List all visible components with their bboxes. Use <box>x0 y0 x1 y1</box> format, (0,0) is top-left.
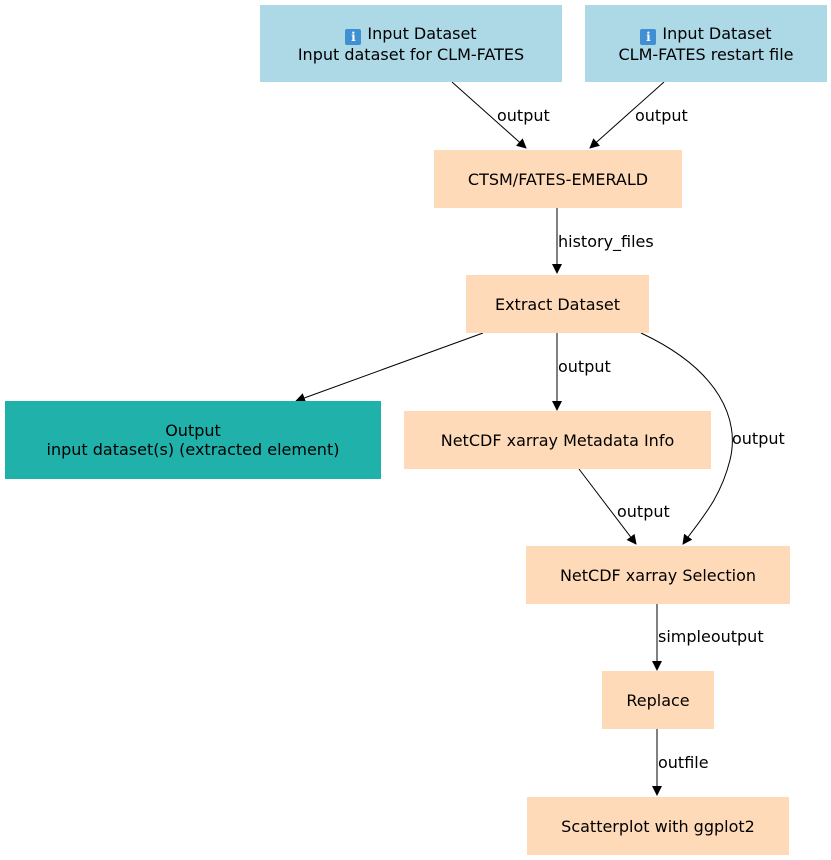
edge-input2-ctsm <box>589 81 665 149</box>
edge-label-input2: output <box>635 106 688 125</box>
output-subtitle: input dataset(s) (extracted element) <box>46 440 340 459</box>
input-dataset-subtitle: Input dataset for CLM-FATES <box>297 44 525 64</box>
replace-node[interactable]: Replace <box>602 671 714 729</box>
extract-dataset-label: Extract Dataset <box>494 294 621 314</box>
scatterplot-node[interactable]: Scatterplot with ggplot2 <box>527 797 789 855</box>
edge-label-extract-selection: output <box>732 429 785 448</box>
info-icon: i <box>640 28 657 45</box>
ctsm-fates-emerald-label: CTSM/FATES-EMERALD <box>467 169 649 189</box>
edge-label-simpleoutput: simpleoutput <box>658 627 764 646</box>
ctsm-fates-emerald-node[interactable]: CTSM/FATES-EMERALD <box>434 150 682 208</box>
edge-label-outfile: outfile <box>658 753 709 772</box>
scatterplot-label: Scatterplot with ggplot2 <box>561 816 755 836</box>
restart-file-subtitle: CLM-FATES restart file <box>618 44 794 64</box>
edge-label-input1: output <box>497 106 550 125</box>
xarray-selection-node[interactable]: NetCDF xarray Selection <box>526 546 790 604</box>
edge-extract-selection <box>640 332 733 545</box>
output-node[interactable]: Output input dataset(s) (extracted eleme… <box>5 401 381 479</box>
xarray-selection-label: NetCDF xarray Selection <box>559 565 757 585</box>
output-title: Output <box>165 421 221 440</box>
edge-metadata-selection <box>578 468 637 545</box>
extract-dataset-node[interactable]: Extract Dataset <box>466 275 649 333</box>
edge-label-metadata-selection: output <box>617 502 670 521</box>
edge-input1-ctsm <box>451 81 527 149</box>
edge-label-history-files: history_files <box>558 232 654 251</box>
info-icon: i <box>345 28 362 45</box>
replace-label: Replace <box>626 690 690 710</box>
edge-extract-output <box>295 332 484 403</box>
metadata-info-label: NetCDF xarray Metadata Info <box>440 430 675 450</box>
edge-label-extract-metadata: output <box>558 357 611 376</box>
metadata-info-node[interactable]: NetCDF xarray Metadata Info <box>404 411 711 469</box>
